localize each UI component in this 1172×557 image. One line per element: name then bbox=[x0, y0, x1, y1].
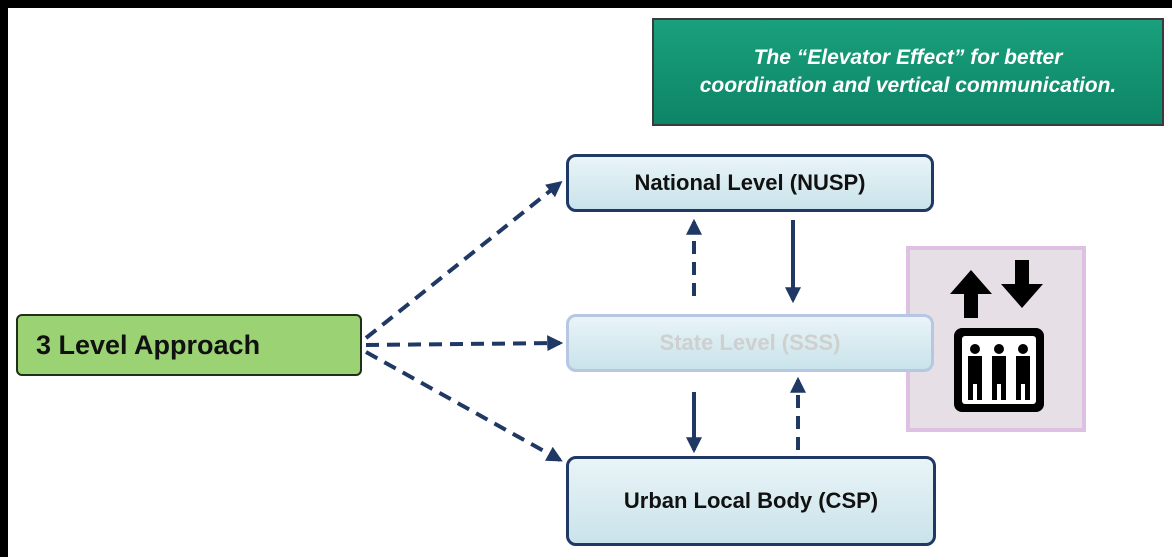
national-level-box: National Level (NUSP) bbox=[566, 154, 934, 212]
three-level-approach-box: 3 Level Approach bbox=[16, 314, 362, 376]
arrow-approach-to-urban bbox=[365, 350, 563, 462]
approach-label: 3 Level Approach bbox=[36, 329, 261, 360]
urban-local-body-label: Urban Local Body (CSP) bbox=[623, 488, 879, 513]
connector-arrows bbox=[364, 181, 1044, 462]
elevator-effect-banner: The “Elevator Effect” for better coordin… bbox=[652, 18, 1164, 126]
urban-local-body-box: Urban Local Body (CSP) bbox=[566, 456, 936, 546]
arrow-approach-to-state bbox=[365, 335, 564, 352]
state-level-box: State Level (SSS) bbox=[566, 314, 934, 372]
arrow-approach-to-national bbox=[364, 181, 563, 340]
banner-line-1: The “Elevator Effect” for better bbox=[753, 46, 1063, 69]
state-level-label: State Level (SSS) bbox=[659, 330, 841, 355]
banner-line-2: coordination and vertical communication. bbox=[699, 74, 1117, 97]
diagram-canvas: The “Elevator Effect” for better coordin… bbox=[8, 8, 1172, 557]
national-level-label: National Level (NUSP) bbox=[634, 170, 866, 195]
elevator-icon bbox=[950, 260, 1044, 412]
